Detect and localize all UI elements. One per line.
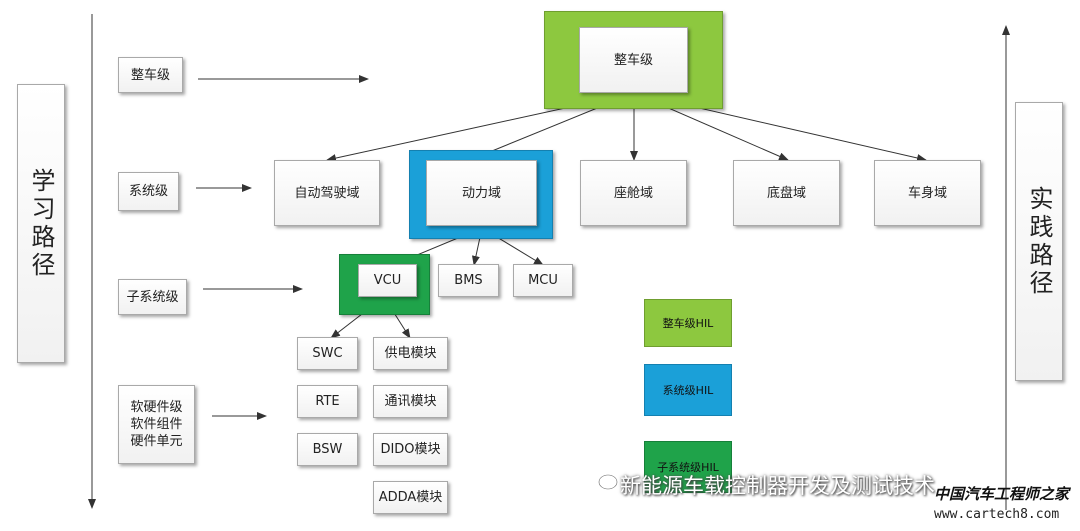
subsystem-vcu: VCU	[358, 264, 417, 297]
subsystem-mcu: MCU	[513, 264, 573, 297]
level-subsystem: 子系统级	[118, 279, 187, 315]
domain-chassis: 底盘域	[733, 160, 840, 226]
legend-vehicle-hil: 整车级HIL	[644, 299, 732, 347]
chat-bubble-icon	[598, 474, 623, 492]
watermark-channel-name: 新能源车载控制器开发及测试技术	[620, 474, 935, 498]
domain-body: 车身域	[874, 160, 981, 226]
learning-path-label: 学习路径	[17, 84, 65, 363]
domain-cockpit: 座舱域	[580, 160, 687, 226]
domain-powertrain: 动力域	[426, 160, 537, 226]
component-adda-module: ADDA模块	[373, 481, 448, 514]
subsystem-bms: BMS	[438, 264, 499, 297]
level-software-hardware: 软硬件级 软件组件 硬件单元	[118, 385, 195, 464]
site-logo: 中国汽车工程师之家	[934, 485, 1070, 503]
component-dido-module: DIDO模块	[373, 433, 448, 466]
practice-path-label: 实践路径	[1015, 102, 1063, 381]
legend-system-hil: 系统级HIL	[644, 364, 732, 416]
vehicle-node: 整车级	[579, 27, 688, 93]
level-vehicle: 整车级	[118, 57, 183, 93]
component-comm-module: 通讯模块	[373, 385, 448, 418]
component-swc: SWC	[297, 337, 358, 370]
level-system: 系统级	[118, 172, 179, 211]
domain-adas: 自动驾驶域	[274, 160, 380, 226]
component-rte: RTE	[297, 385, 358, 418]
component-power-module: 供电模块	[373, 337, 448, 370]
component-bsw: BSW	[297, 433, 358, 466]
legend-subsystem-hil: 子系统级HIL	[644, 441, 732, 493]
site-url: www.cartech8.com	[934, 507, 1060, 522]
